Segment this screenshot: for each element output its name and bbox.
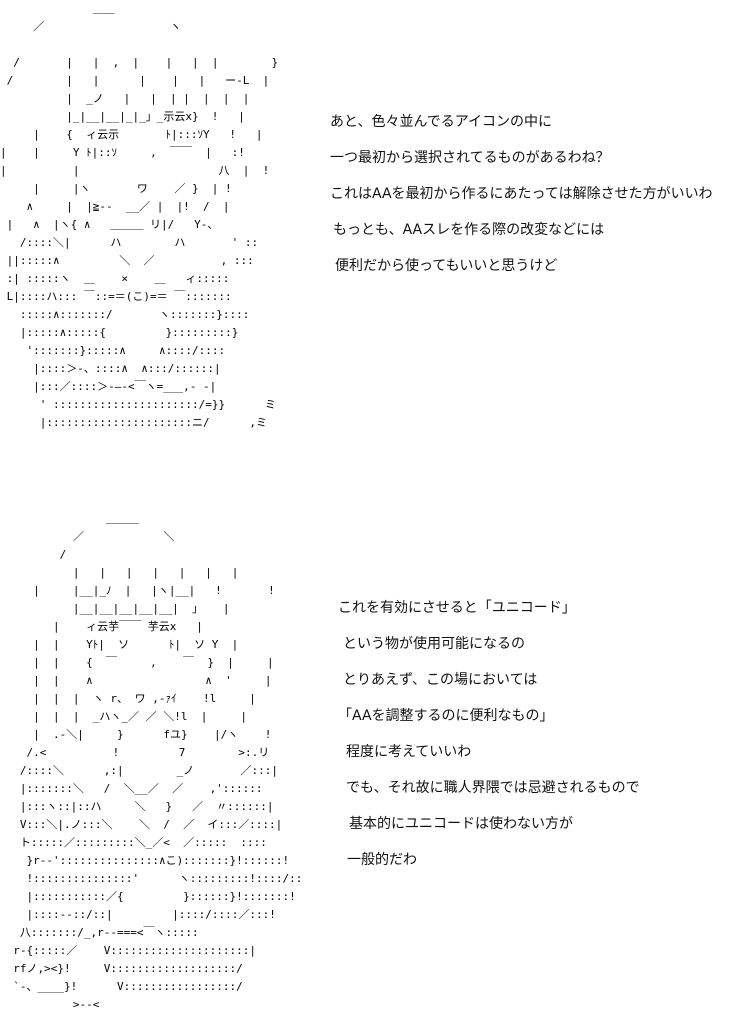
dialogue-line: とりあえず、この場においては [343,672,538,688]
dialogue-line: 一つ最初から選択されてるものがあるわね？ [330,150,610,166]
dialogue-block-2: これを有効にさせると「ユニコード」 という物が使用可能になるの とりあえず、この… [338,598,640,886]
ascii-art-character-2: ＿＿＿ ／ ＼ / | | | | | | | | |__|_ﾉ | |ヽ|__… [13,512,300,1011]
panel-1: ＿＿ ／ ヽ / | | , | | | | } / | | | | | ー-L… [0,0,749,470]
panel-2: ＿＿＿ ／ ＼ / | | | | | | | | |__|_ﾉ | |ヽ|__… [0,510,749,1031]
dialogue-line: これを有効にさせると「ユニコード」 [338,600,576,616]
dialogue-line: でも、それ故に職人界隈では忌避されるもので [346,780,640,796]
dialogue-line: これはAAを最初から作るにあたっては解除させた方がいいわ [330,186,713,202]
dialogue-line: 便利だから使ってもいいと思うけど [335,258,558,274]
dialogue-line: という物が使用可能になるの [343,636,525,652]
dialogue-line: あと、色々並んでるアイコンの中に [330,114,553,130]
dialogue-line: 「AAを調整するのに便利なもの」 [338,708,554,724]
dialogue-line: 程度に考えていいわ [346,744,472,760]
dialogue-line: 基本的にユニコードは使わない方が [349,816,573,832]
dialogue-line: 一般的だわ [347,852,417,868]
ascii-art-character-1: ＿＿ ／ ヽ / | | , | | | | } / | | | | | ー-L… [0,2,279,429]
dialogue-block-1: あと、色々並んでるアイコンの中に 一つ最初から選択されてるものがあるわね？ これ… [330,112,713,292]
dialogue-line: もっとも、AAスレを作る際の改変などには [333,222,605,238]
